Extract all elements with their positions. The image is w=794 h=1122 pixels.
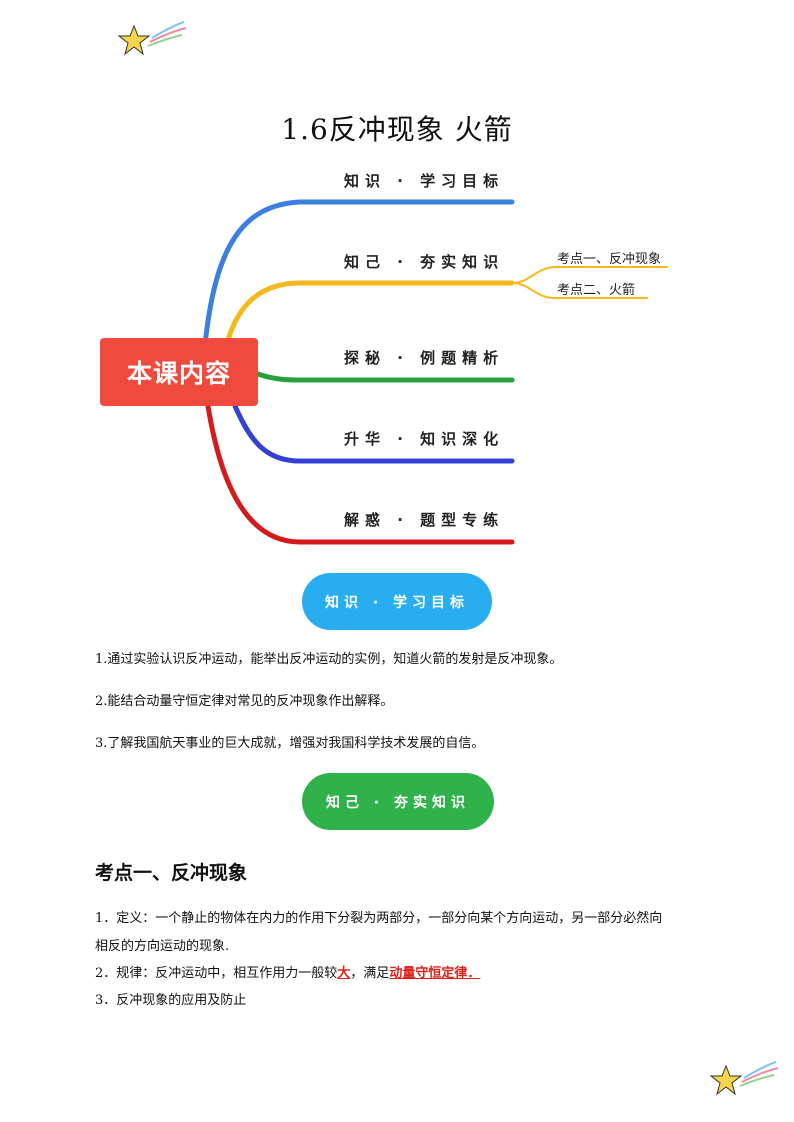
section-pill-knowledge: 知己 · 夯实知识 [302,773,494,830]
goal-item-3: 3.了解我国航天事业的巨大成就，增强对我国科学技术发展的自信。 [95,736,485,751]
application-line: 3．反冲现象的应用及防止 [95,993,247,1008]
branch-label-2: 知己 · 夯实知识 [344,253,505,271]
definition-line-2: 相反的方向运动的现象. [95,939,230,954]
sub-item-1: 考点一、反冲现象 [557,252,662,267]
rule-highlight-1: 大 [337,966,351,981]
branch-line-4 [232,403,515,464]
mindmap-connectors [202,199,668,545]
star-doodle-bottom [709,1061,779,1096]
branch-line-3 [255,371,515,383]
branch-line-1 [202,199,515,348]
definition-line-1: 1．定义：一个静止的物体在内力的作用下分裂为两部分，一部分向某个方向运动，另一部… [95,911,663,926]
branch-label-1: 知识 · 学习目标 [344,172,505,190]
rule-highlight-2: 动量守恒定律． [389,966,481,981]
rule-mid: ，满足 [350,966,390,981]
sub-line-2 [511,282,648,299]
branch-line-2 [225,280,515,343]
star-doodle-top [117,21,187,56]
section-heading: 考点一、反冲现象 [95,862,248,884]
goal-item-1: 1.通过实验认识反冲运动，能举出反冲运动的实例，知道火箭的发射是反冲现象。 [95,652,563,667]
rule-prefix: 2．规律：反冲运动中，相互作用力一般较 [95,966,338,981]
branch-label-4: 升华 · 知识深化 [344,430,505,448]
goal-item-2: 2.能结合动量守恒定律对常见的反冲现象作出解释。 [95,694,394,709]
section-pill-learning-goals: 知识 · 学习目标 [302,573,492,630]
sub-item-2: 考点二、火箭 [557,283,636,298]
branch-label-5: 解惑 · 题型专练 [344,511,505,529]
page-title: 1.6反冲现象 火箭 [281,113,513,146]
rule-line: 2．规律：反冲运动中，相互作用力一般较大，满足动量守恒定律． [95,964,480,984]
branch-label-3: 探秘 · 例题精析 [344,349,505,367]
branch-line-5 [205,403,515,545]
mindmap-center: 本课内容 [100,338,258,406]
